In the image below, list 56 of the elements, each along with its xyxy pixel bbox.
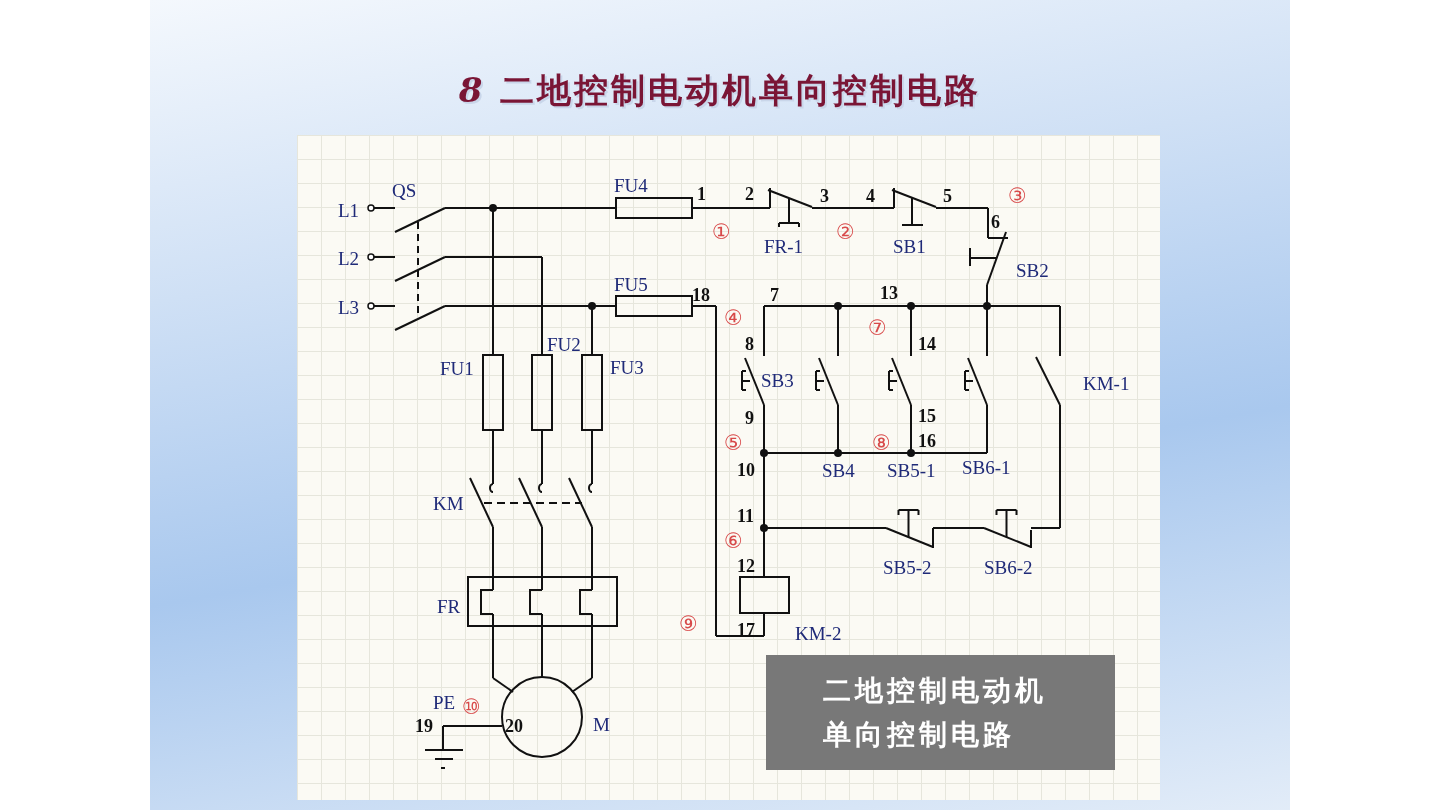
component-label: KM [433, 493, 464, 513]
wire-number: 16 [918, 432, 936, 450]
wire-number: 4 [866, 187, 875, 205]
component-label: FU2 [547, 334, 581, 354]
component-label: SB1 [893, 236, 926, 256]
title: 8 二地控制电动机单向控制电路 [457, 69, 983, 112]
component-label: FU3 [610, 357, 644, 377]
wire-number: 19 [415, 717, 433, 735]
component-label: FU5 [614, 274, 648, 294]
component-label: FR [437, 596, 461, 616]
circled-number: ⑥ [724, 530, 743, 552]
circled-number: ⑤ [724, 432, 743, 454]
wire-number: 12 [737, 557, 755, 575]
wire-number: 10 [737, 461, 755, 479]
component-label: SB4 [822, 460, 855, 480]
wire-number: 3 [820, 187, 829, 205]
wire-number: 8 [745, 335, 754, 353]
component-label: PE [433, 692, 456, 712]
wire-number: 6 [991, 213, 1000, 231]
component-label: SB2 [1016, 260, 1049, 280]
circled-number: ④ [724, 307, 743, 329]
component-label: SB3 [761, 370, 794, 390]
caption-text: 二地控制电动机单向控制电路 [822, 673, 1048, 753]
component-label: QS [392, 180, 417, 200]
component-label: SB6-2 [984, 557, 1033, 577]
component-label: L2 [338, 248, 360, 268]
component-label: L3 [338, 297, 360, 317]
wire-number: 15 [918, 407, 936, 425]
component-label: SB5-1 [887, 460, 936, 480]
circled-number: ⑦ [868, 317, 887, 339]
component-label: FR-1 [764, 236, 804, 256]
circled-number: ⑧ [872, 432, 891, 454]
wire-number: 9 [745, 409, 754, 427]
circled-number: ③ [1008, 185, 1027, 207]
component-label: SB5-2 [883, 557, 932, 577]
component-label: FU1 [440, 358, 474, 378]
wire-number: 14 [918, 335, 936, 353]
component-label: KM-2 [795, 623, 842, 643]
circled-number: ⑩ [462, 696, 481, 718]
component-label: M [593, 714, 610, 734]
caption-box [766, 655, 1115, 770]
component-label: SB6-1 [962, 457, 1011, 477]
wire-number: 11 [737, 507, 754, 525]
circled-number: ① [712, 221, 731, 243]
component-label: KM-1 [1083, 373, 1130, 393]
wire-number: 7 [770, 286, 779, 304]
wire-number: 20 [505, 717, 523, 735]
circled-number: ② [836, 221, 855, 243]
circled-number: ⑨ [679, 613, 698, 635]
component-label: FU4 [614, 175, 648, 195]
wire-number: 13 [880, 284, 898, 302]
component-label: L1 [338, 200, 360, 220]
wire-number: 18 [692, 286, 710, 304]
wire-number: 1 [697, 185, 706, 203]
wire-number: 5 [943, 187, 952, 205]
wire-number: 2 [745, 185, 754, 203]
